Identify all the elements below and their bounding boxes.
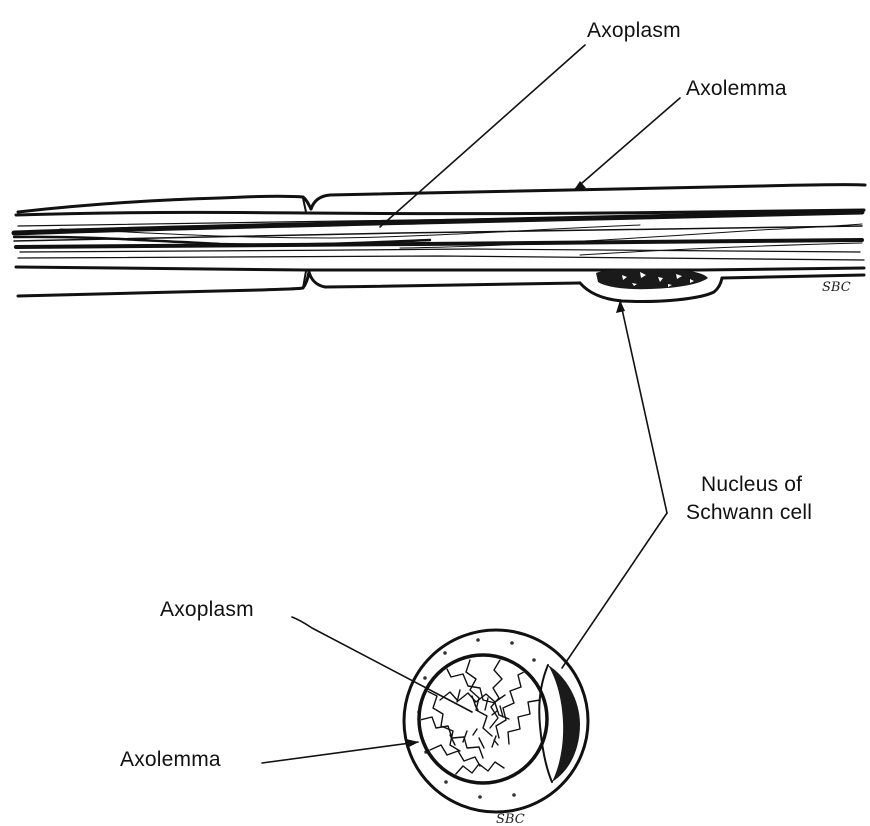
arrowhead-axolemma-bottom bbox=[406, 739, 419, 748]
label-nucleus-line2: Schwann cell bbox=[686, 499, 812, 526]
artist-initials-bottom: SBC bbox=[496, 812, 525, 826]
label-axolemma-top: Axolemma bbox=[686, 75, 787, 102]
cross-section-nerve-fiber: SBC bbox=[404, 630, 588, 826]
label-axolemma-bottom: Axolemma bbox=[120, 746, 221, 773]
sheath-bottom-right bbox=[309, 272, 580, 287]
artist-initials-top: SBC bbox=[822, 280, 851, 295]
sheath-top-left bbox=[18, 196, 311, 212]
label-nucleus-line1: Nucleus of bbox=[701, 471, 802, 498]
axolemma-bottom bbox=[16, 267, 864, 271]
sheath-bottom-left bbox=[18, 272, 309, 296]
sheath-bottom-far-right bbox=[722, 275, 864, 278]
leader-axoplasm-bottom bbox=[292, 617, 472, 712]
axoplasm-neurofibrils bbox=[14, 211, 864, 260]
longitudinal-nerve-fiber: SBC bbox=[14, 185, 865, 302]
label-axoplasm-bottom: Axoplasm bbox=[160, 596, 254, 623]
leader-nucleus-up bbox=[620, 300, 667, 513]
sheath-top-right bbox=[311, 185, 865, 209]
leader-axoplasm-top bbox=[380, 45, 585, 227]
leader-axolemma-top bbox=[574, 98, 680, 190]
cross-section-axoplasm bbox=[420, 660, 540, 775]
schwann-cell-nucleus bbox=[596, 268, 708, 289]
leader-axolemma-bottom bbox=[262, 742, 418, 763]
leader-nucleus-down bbox=[562, 513, 667, 668]
cross-section-axolemma bbox=[419, 655, 547, 783]
label-axoplasm-top: Axoplasm bbox=[587, 17, 681, 44]
